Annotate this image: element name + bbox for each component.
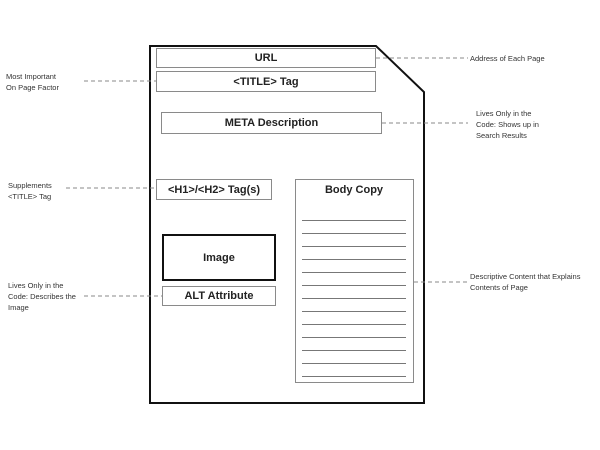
url-box: URL	[156, 48, 376, 68]
alt-attribute-label: ALT Attribute	[184, 290, 254, 302]
copy-line	[302, 337, 406, 338]
copy-line	[302, 363, 406, 364]
h-tags-label: <H1>/<H2> Tag(s)	[167, 183, 261, 196]
copy-line	[302, 376, 406, 377]
copy-line	[302, 285, 406, 286]
annotation-alt-note: Lives Only in the Code: Describes the Im…	[8, 280, 76, 313]
annotation-most-important: Most Important On Page Factor	[6, 71, 59, 93]
meta-description-label: META Description	[224, 117, 319, 129]
annotation-line: Search Results	[476, 131, 527, 140]
body-copy-label: Body Copy	[324, 184, 384, 196]
url-label: URL	[254, 52, 278, 64]
copy-line	[302, 220, 406, 221]
annotation-line: Code: Shows up in	[476, 120, 539, 129]
annotation-line: <TITLE> Tag	[8, 192, 52, 201]
copy-line	[302, 324, 406, 325]
meta-description-box: META Description	[161, 112, 382, 134]
annotation-line: Most Important	[6, 72, 57, 81]
image-box: Image	[162, 234, 276, 281]
image-label: Image	[203, 251, 235, 264]
annotation-line: Supplements	[8, 181, 52, 190]
title-tag-box: <TITLE> Tag	[156, 71, 376, 92]
annotation-line: Image	[8, 303, 29, 312]
copy-line	[302, 298, 406, 299]
h-tags-box: <H1>/<H2> Tag(s)	[156, 179, 272, 200]
annotation-line: Descriptive Content that Explains	[470, 272, 581, 281]
annotation-line: Lives Only in the	[476, 109, 532, 118]
annotation-line: Address of Each Page	[470, 54, 545, 63]
copy-line	[302, 259, 406, 260]
body-copy-box	[295, 179, 414, 383]
annotation-line: Contents of Page	[470, 283, 528, 292]
copy-line	[302, 311, 406, 312]
annotation-meta-note: Lives Only in the Code: Shows up in Sear…	[476, 108, 539, 141]
annotation-address: Address of Each Page	[470, 53, 545, 64]
copy-line	[302, 233, 406, 234]
annotation-line: On Page Factor	[6, 83, 59, 92]
copy-line	[302, 350, 406, 351]
annotation-line: Code: Describes the	[8, 292, 76, 301]
copy-line	[302, 246, 406, 247]
annotation-line: Lives Only in the	[8, 281, 64, 290]
copy-line	[302, 272, 406, 273]
annotation-descriptive: Descriptive Content that Explains Conten…	[470, 271, 580, 293]
title-tag-label: <TITLE> Tag	[233, 75, 299, 88]
annotation-supplements: Supplements <TITLE> Tag	[8, 180, 52, 202]
alt-attribute-box: ALT Attribute	[162, 286, 276, 306]
